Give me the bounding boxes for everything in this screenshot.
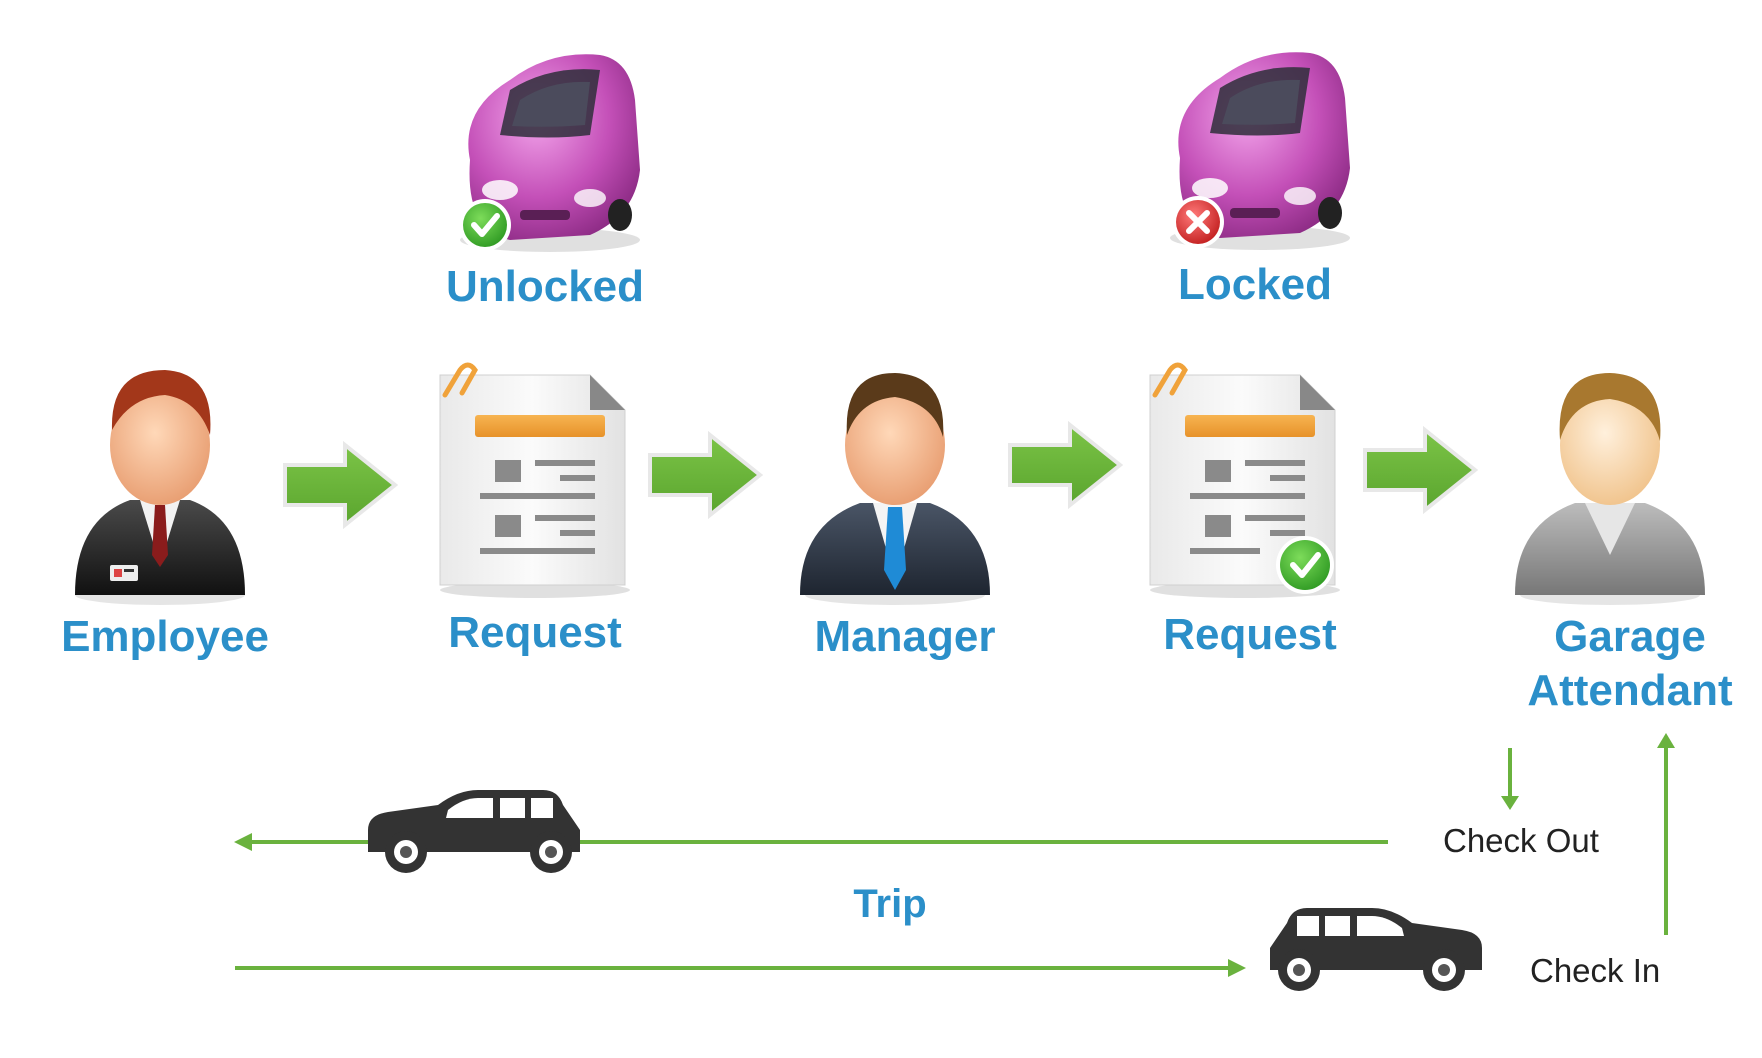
request-label-1: Request [448, 608, 622, 657]
trip-label: Trip [853, 882, 927, 926]
check-out-label: Check Out [1443, 822, 1599, 859]
arrow-right-icon [1363, 425, 1479, 515]
employee-label: Employee [61, 612, 269, 661]
check-in-label: Check In [1530, 952, 1661, 989]
car-icon-outbound [368, 790, 580, 873]
unlocked-label: Unlocked [445, 262, 645, 311]
document-icon-request-2 [1149, 362, 1340, 598]
garage-label-line2: Attendant [1527, 666, 1733, 715]
employee-person-icon [75, 370, 245, 605]
garage-label-line1: Garage [1554, 612, 1706, 661]
locked-label: Locked [1177, 260, 1333, 309]
arrow-right-icon [1008, 420, 1124, 510]
car-icon-return [1270, 908, 1482, 991]
arrow-right-icon [648, 430, 764, 520]
manager-label: Manager [814, 612, 996, 661]
trip-return-arrow [235, 959, 1246, 977]
check-icon [1276, 536, 1334, 594]
manager-person-icon [800, 373, 990, 605]
check-in-arrow [1657, 733, 1675, 935]
check-out-arrow [1501, 748, 1519, 810]
document-icon-request-1 [439, 362, 630, 598]
cross-icon [1172, 196, 1224, 248]
arrow-right-icon [283, 440, 399, 530]
garage-attendant-person-icon [1515, 373, 1705, 605]
check-icon [459, 199, 511, 251]
request-label-2: Request [1163, 610, 1337, 659]
